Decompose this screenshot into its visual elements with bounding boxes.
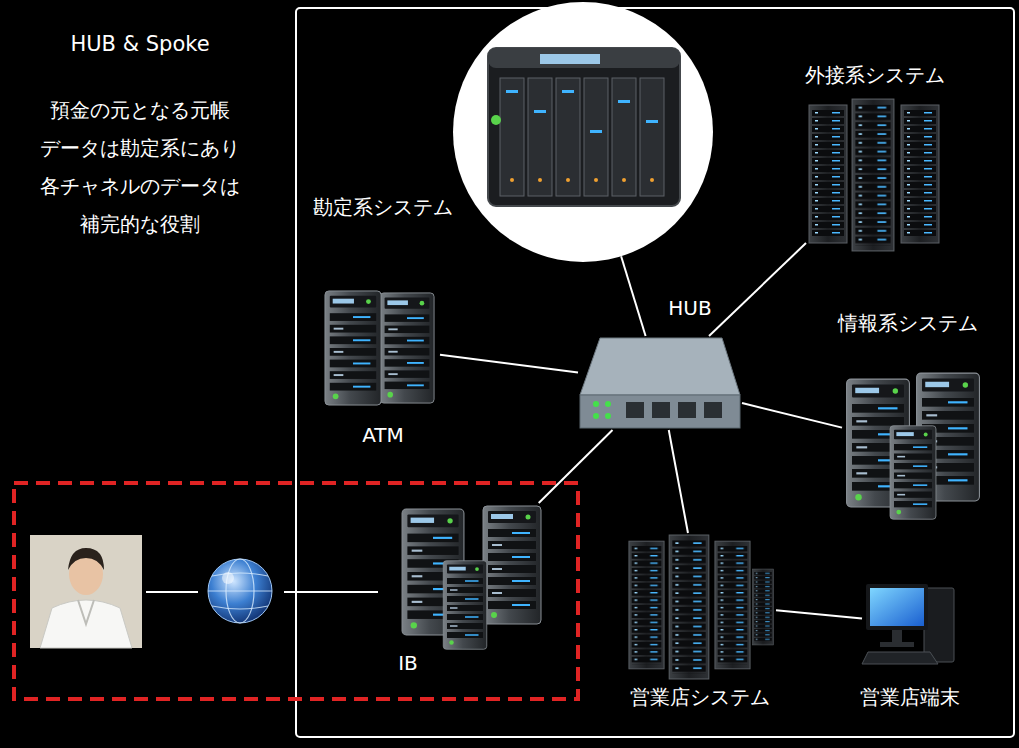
connector-line (709, 243, 806, 336)
node-label: 勘定系システム (310, 195, 456, 219)
server-icon (847, 373, 980, 519)
system-node: 営業店端末 (862, 580, 958, 666)
core-circle (453, 2, 713, 262)
system-node: HUB (578, 336, 742, 430)
system-node: 外接系システム (806, 96, 950, 252)
system-node: 営業店システム (626, 533, 776, 673)
server-icon (325, 291, 434, 405)
connector-line (742, 403, 842, 428)
person-photo (30, 535, 142, 648)
connector-line (776, 610, 862, 618)
server-icon (402, 506, 541, 649)
system-node: ATM (318, 288, 440, 406)
node-label: 情報系システム (835, 311, 981, 335)
diagram-title: HUB & Spoke (70, 32, 209, 56)
node-label: 営業店端末 (857, 685, 963, 709)
rack-icon (629, 535, 774, 679)
connector-line (440, 355, 578, 373)
node-label: 営業店システム (627, 685, 773, 709)
highlight-box (14, 483, 578, 699)
frame (296, 8, 1014, 737)
note-text: 預金の元となる元帳 データは勘定系にあり 各チャネルのデータは 補完的な役割 (15, 91, 265, 243)
connector-line (539, 430, 613, 503)
switch-icon (580, 338, 740, 428)
connector-line (669, 430, 688, 533)
node-label: ATM (359, 423, 407, 447)
node-label: HUB (665, 296, 714, 320)
connector-line (621, 256, 645, 336)
system-node: IB (398, 503, 544, 637)
pc-icon (862, 584, 954, 664)
node-label: IB (395, 651, 421, 675)
wire (146, 591, 198, 593)
storage-icon (488, 48, 680, 206)
system-node: 情報系システム (842, 370, 984, 520)
wire (284, 591, 378, 593)
internet-globe (208, 559, 272, 623)
rack-icon (809, 99, 939, 251)
node-label: 外接系システム (802, 63, 948, 87)
system-node: 勘定系システム (453, 2, 713, 262)
